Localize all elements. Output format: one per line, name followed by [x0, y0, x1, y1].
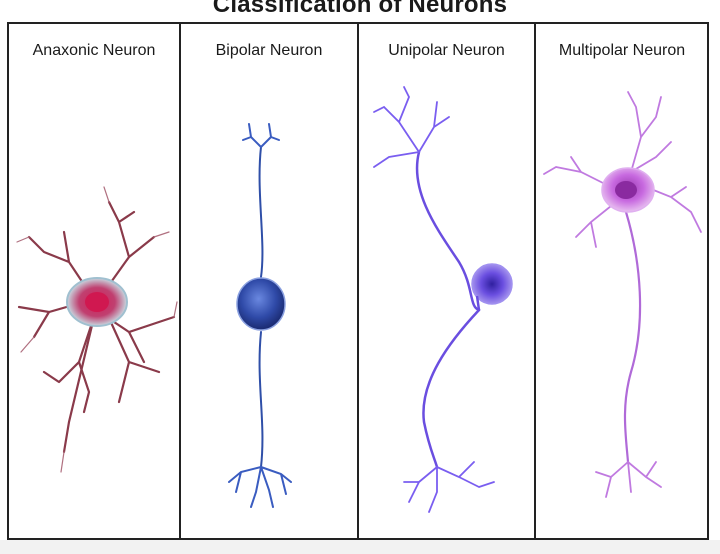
bottom-margin	[0, 540, 720, 554]
multipolar-neuron-illustration	[543, 91, 702, 498]
unipolar-neuron-illustration	[373, 86, 513, 513]
bipolar-neuron-illustration	[228, 123, 292, 508]
column-divider-3	[534, 22, 536, 540]
multipolar-neuron-label: Multipolar Neuron	[558, 42, 686, 59]
bipolar-neuron-label: Bipolar Neuron	[215, 42, 323, 59]
diagram-title: Classification of Neurons	[212, 0, 508, 18]
unipolar-neuron-label: Unipolar Neuron	[388, 42, 505, 59]
column-divider-1	[179, 22, 181, 540]
column-divider-2	[357, 22, 359, 540]
anaxonic-neuron-label: Anaxonic Neuron	[32, 42, 156, 59]
anaxonic-neuron-illustration	[16, 186, 178, 473]
